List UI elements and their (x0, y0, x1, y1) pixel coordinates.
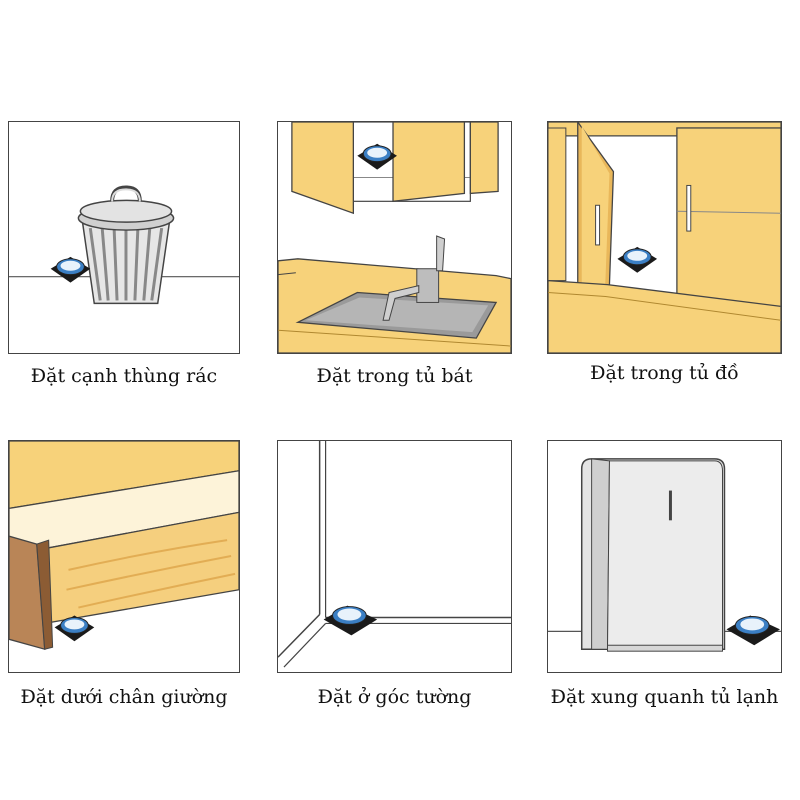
trap-icon (357, 143, 397, 170)
trap-icon (50, 256, 91, 283)
wall-corner-scene (278, 441, 511, 668)
trap-icon (54, 615, 95, 642)
caption-in-dish-cabinet: Đặt trong tủ bát (316, 365, 473, 387)
panel-wall-corner (277, 440, 512, 673)
fridge-icon (580, 458, 726, 652)
panel-in-wardrobe (547, 121, 782, 354)
fridge-scene (548, 458, 781, 652)
panel-beside-trash-can (8, 121, 240, 354)
trap-icon (617, 246, 658, 273)
trap-icon (323, 605, 378, 636)
trap-icon (726, 615, 780, 646)
caption-in-wardrobe: Đặt trong tủ đồ (590, 362, 739, 384)
trash-can-scene (9, 185, 239, 305)
wardrobe-scene (548, 122, 781, 353)
panel-under-bed (8, 440, 240, 673)
trash-can-icon (77, 185, 175, 305)
caption-around-fridge: Đặt xung quanh tủ lạnh (550, 686, 779, 708)
panel-in-dish-cabinet (277, 121, 512, 354)
caption-beside-trash-can: Đặt cạnh thùng rác (30, 365, 218, 387)
caption-under-bed: Đặt dưới chân giường (20, 686, 228, 708)
caption-wall-corner: Đặt ở góc tường (317, 686, 472, 708)
bed-scene (9, 441, 239, 651)
panel-around-fridge (547, 440, 782, 673)
faucet-icon (382, 235, 446, 321)
dish-cabinet-scene (278, 122, 511, 353)
